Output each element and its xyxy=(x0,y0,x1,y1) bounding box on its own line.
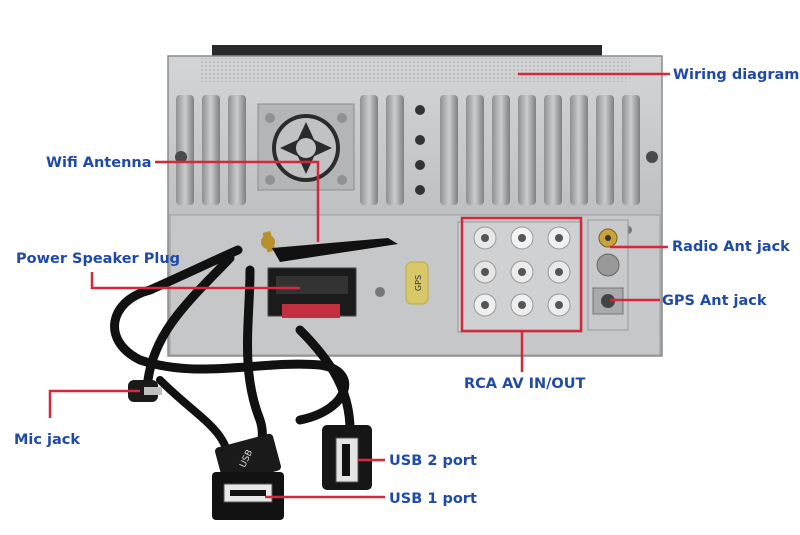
gps-sticker-text: GPS xyxy=(414,275,423,291)
mic-jack-plug xyxy=(128,380,162,402)
leader-power-speaker-plug xyxy=(90,272,300,290)
label-rca-av: RCA AV IN/OUT xyxy=(464,376,586,392)
gps-sticker: GPS xyxy=(405,261,429,305)
screws xyxy=(175,105,658,297)
label-radio-ant-jack: Radio Ant jack xyxy=(672,239,790,255)
label-usb1: USB 1 port xyxy=(389,491,477,507)
usb-connectors: USB xyxy=(212,425,372,520)
leader-lines xyxy=(48,72,670,499)
label-mic-jack: Mic jack xyxy=(14,432,81,448)
label-wiring-diagram: Wiring diagram xyxy=(673,67,800,83)
heat-sink-fins xyxy=(176,95,640,205)
fan-grille xyxy=(257,103,355,191)
leader-mic-jack xyxy=(48,389,140,418)
label-gps-ant-jack: GPS Ant jack xyxy=(662,293,767,309)
antenna-jacks xyxy=(587,219,629,331)
vent-grille xyxy=(200,58,630,82)
rca-jack-grid xyxy=(457,221,583,333)
label-wifi-antenna: Wifi Antenna xyxy=(46,155,152,171)
leader-wifi-antenna xyxy=(155,160,320,242)
power-speaker-connector xyxy=(267,267,357,318)
label-usb2: USB 2 port xyxy=(389,453,477,469)
label-power-speaker-plug: Power Speaker Plug xyxy=(16,251,181,267)
wifi-antenna xyxy=(261,231,398,262)
